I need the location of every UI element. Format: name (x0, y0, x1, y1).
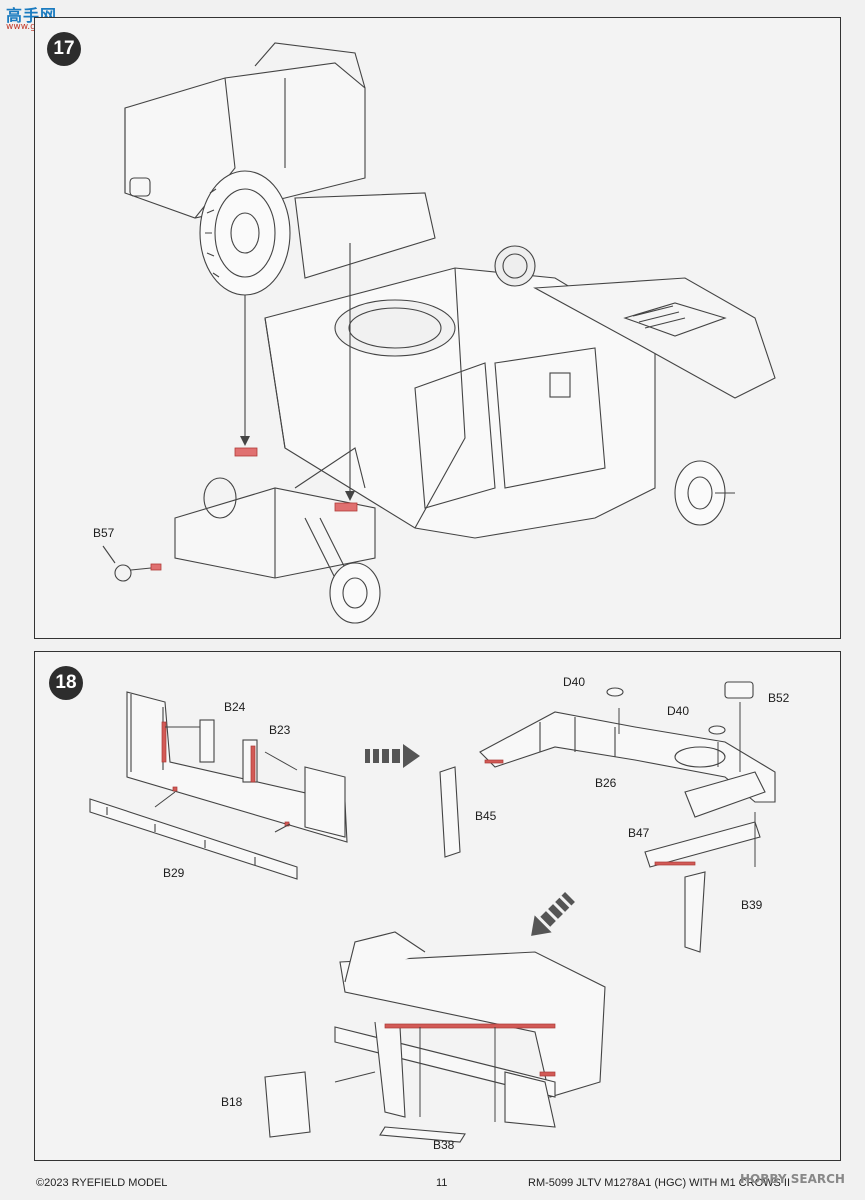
part-label-b39: B39 (741, 898, 763, 912)
part-label-b26: B26 (595, 776, 617, 790)
part-label-b38: B38 (433, 1138, 455, 1152)
step-17-panel: 17 (34, 17, 841, 639)
part-label-d40-b: D40 (667, 704, 690, 718)
part-label-b29: B29 (163, 866, 185, 880)
part-label-b57: B57 (93, 526, 115, 540)
page-number: 11 (436, 1177, 448, 1189)
part-label-b45: B45 (475, 809, 497, 823)
step-17-number: 17 (47, 32, 81, 66)
step-18-panel: 18 (34, 651, 841, 1161)
part-label-b24: B24 (224, 700, 246, 714)
part-label-b18: B18 (221, 1095, 243, 1109)
step-18-number: 18 (49, 666, 83, 700)
step-17-vehicle-drawing (102, 42, 776, 624)
part-label-d40-a: D40 (563, 675, 586, 689)
footer-product: RM-5099 JLTV M1278A1 (HGC) WITH M1 CROWS… (528, 1177, 791, 1189)
step-18-frame-drawing (89, 681, 776, 1143)
hobby-search-watermark: HOBBY SEARCH (740, 1172, 845, 1186)
part-label-b47: B47 (628, 826, 650, 840)
footer-copyright: ©2023 RYEFIELD MODEL (36, 1177, 168, 1189)
part-label-b23: B23 (269, 723, 291, 737)
part-label-b52: B52 (768, 691, 790, 705)
